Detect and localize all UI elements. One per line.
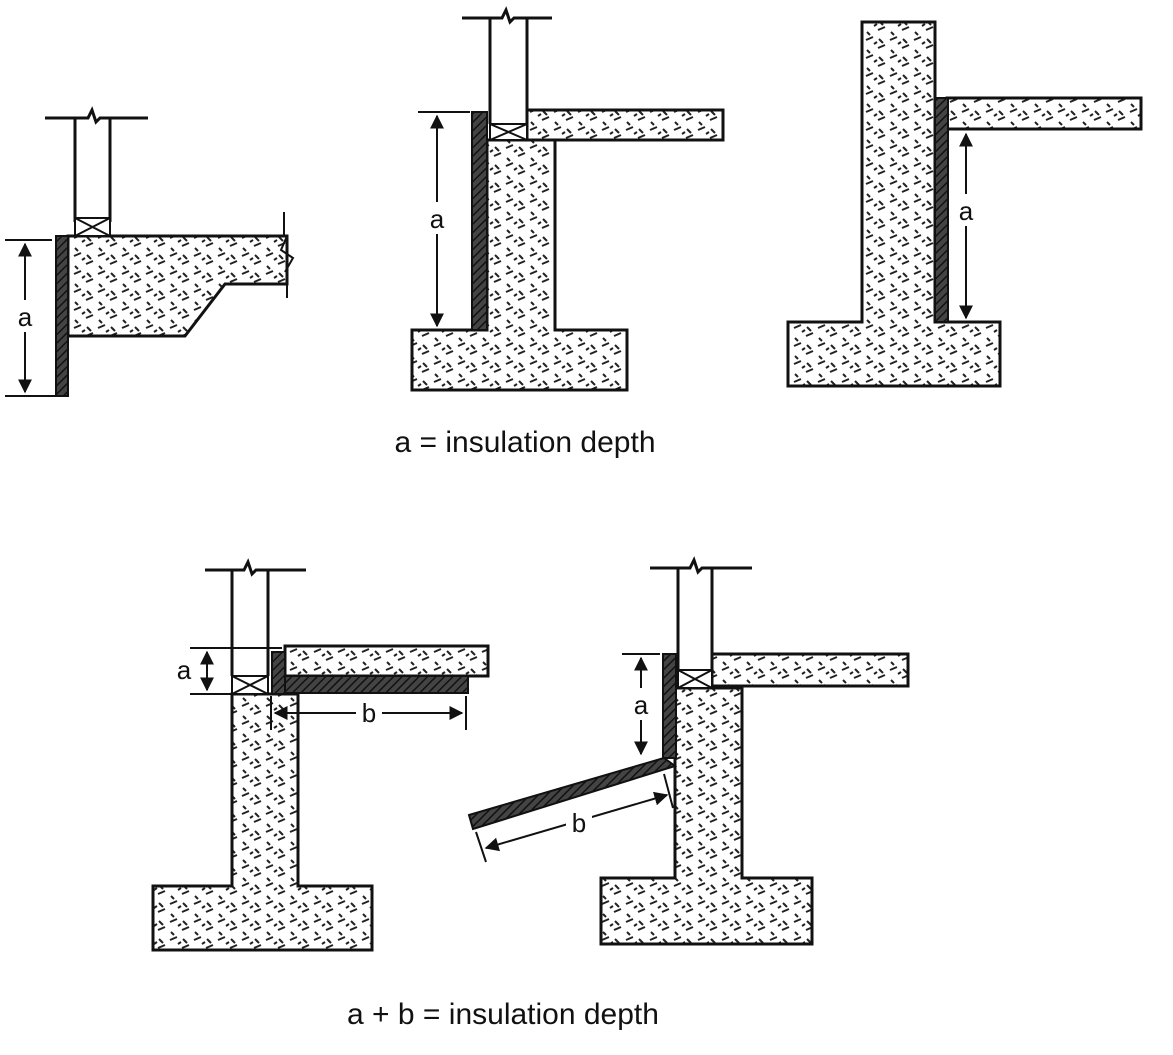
floor-slab <box>283 644 490 678</box>
wall-insulation <box>934 97 949 323</box>
vertical-insulation <box>662 653 677 759</box>
wall-insulation <box>471 111 488 331</box>
floor-slab <box>710 652 910 688</box>
dimension-a-label: a <box>959 196 974 226</box>
dimension-a-label: a <box>634 690 649 720</box>
figure-interior-wall: a <box>786 20 1143 388</box>
foundation-wall <box>151 692 374 952</box>
caption-bottom: a + b = insulation depth <box>347 998 659 1031</box>
foundation-wall <box>599 686 814 946</box>
slab-thickened-edge <box>66 234 289 338</box>
floor-slab <box>945 96 1143 131</box>
floor-slab <box>525 108 725 142</box>
dimension-a-label: a <box>18 302 33 332</box>
dimension-a-label: a <box>430 204 445 234</box>
figure-exterior-wall: a <box>410 6 725 392</box>
edge-insulation <box>55 235 69 397</box>
figure-slab-edge: a <box>5 106 295 397</box>
vertical-insulation <box>271 651 286 695</box>
figure-horizontal-insulation: a b <box>151 558 490 952</box>
dimension-a-label: a <box>177 655 192 685</box>
dimension-b-label: b <box>572 808 586 838</box>
figure-sloped-insulation: a b <box>467 556 910 946</box>
horizontal-insulation <box>284 675 469 694</box>
foundation-wall <box>410 138 629 392</box>
dimension-b-label: b <box>362 698 376 728</box>
caption-top: a = insulation depth <box>394 426 655 459</box>
